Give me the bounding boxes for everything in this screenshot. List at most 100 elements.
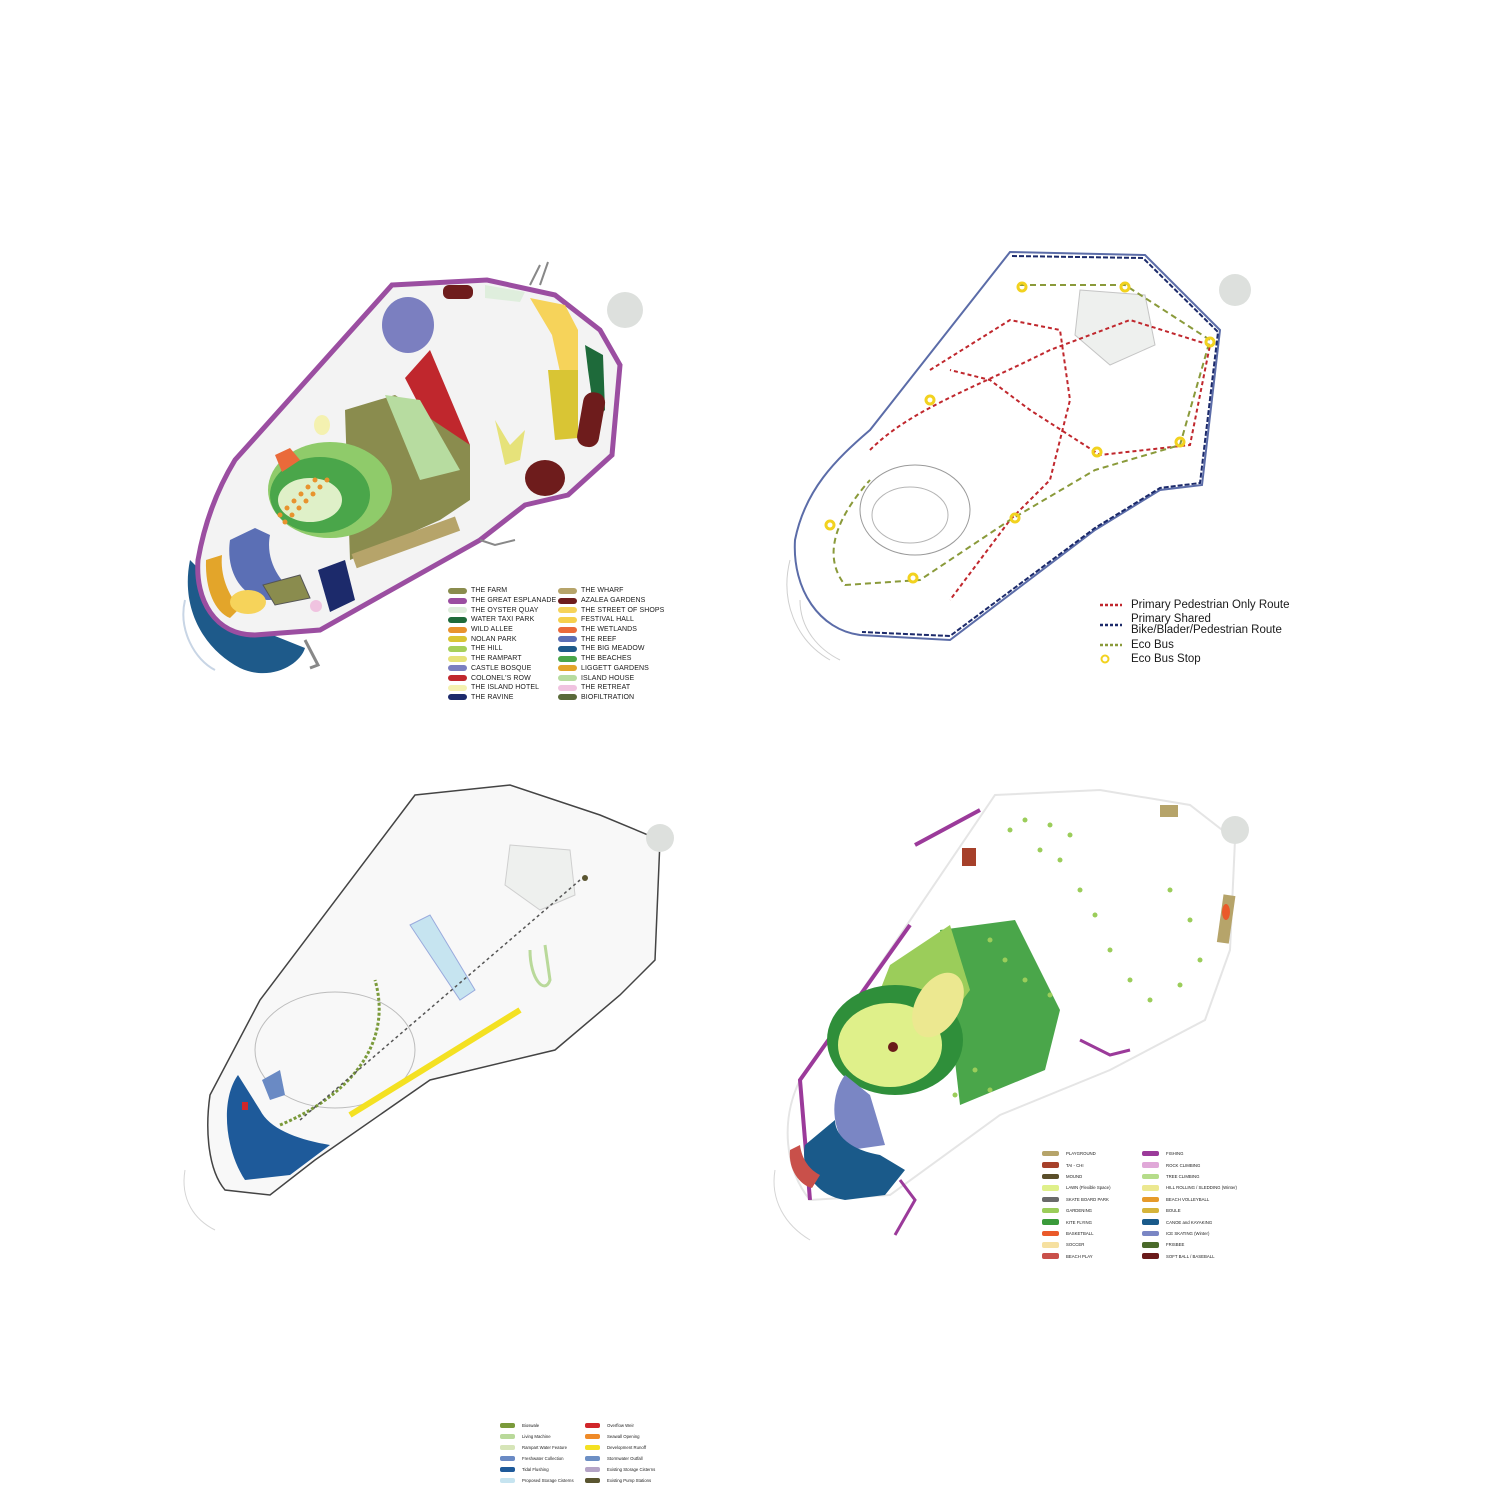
meadow-inner <box>871 486 949 544</box>
legend-swatch <box>1142 1185 1159 1191</box>
legend-label: THE WETLANDS <box>581 626 638 634</box>
legend-label: Overflow Weir <box>607 1423 634 1428</box>
legend-label: Rampart Water Feature <box>522 1445 567 1450</box>
legend-label: THE ISLAND HOTEL <box>471 684 540 692</box>
legend-label: THE HILL <box>471 645 503 653</box>
legend-label: LAWN (Flexible Space) <box>1066 1185 1111 1191</box>
legend-swatch <box>1142 1253 1159 1259</box>
legend-swatch <box>448 675 467 682</box>
circulation-map <box>786 250 1251 661</box>
legend-item: THE WHARF <box>558 586 664 596</box>
oyster-quay <box>485 285 525 302</box>
legend-item: Primary Pedestrian Only Route <box>1100 598 1290 612</box>
legend-item: PLAYGROUND <box>1042 1148 1111 1159</box>
legend-label: COLONEL'S ROW <box>471 674 531 682</box>
legend-item: THE STREET OF SHOPS <box>558 605 664 615</box>
fort <box>1074 289 1156 366</box>
legend-swatch <box>500 1445 515 1450</box>
legend-item: BEACH PLAY <box>1042 1251 1111 1262</box>
tidal-flushing <box>226 1075 330 1180</box>
legend-item: Overflow Weir <box>585 1420 655 1431</box>
legend-swatch <box>1042 1185 1059 1191</box>
legend-item: Living Machine <box>500 1431 574 1442</box>
living-machine <box>528 944 552 988</box>
legend-label: HILL ROLLING / SLEDDING (Winter) <box>1166 1185 1237 1191</box>
legend-item: THE BIG MEADOW <box>558 644 664 654</box>
hotel-grey <box>262 574 311 606</box>
liggett-gardens <box>385 395 460 480</box>
water-map <box>183 784 674 1231</box>
legend-swatch <box>1142 1173 1159 1180</box>
legend-label: CANOE and KAYAKING <box>1166 1219 1213 1225</box>
legend-swatch <box>558 684 577 691</box>
legend-item: CASTLE BOSQUE <box>448 664 556 674</box>
pier-east <box>479 539 516 547</box>
legend-label: THE RAVINE <box>471 693 514 701</box>
legend-item: GARDENING <box>1042 1205 1111 1216</box>
legend-item: FRISBEE <box>1142 1239 1237 1250</box>
legend-label: LIGGETT GARDENS <box>581 664 649 672</box>
legend-item: NOLAN PARK <box>448 634 556 644</box>
hill-rolling <box>912 972 964 1038</box>
legend-item: THE RAMPART <box>448 654 556 664</box>
legend-swatch <box>585 1478 600 1483</box>
pedestrian-route <box>869 318 1212 457</box>
legend-label: ISLAND HOUSE <box>581 674 635 682</box>
legend-item: MOUND <box>1042 1171 1111 1182</box>
legend-swatch <box>500 1456 515 1461</box>
legend-item: Tidal Flushing <box>500 1464 574 1475</box>
legend-swatch <box>1142 1162 1159 1168</box>
legend-label: BOULE <box>1166 1208 1181 1214</box>
legend-swatch <box>1042 1207 1059 1214</box>
legend-swatch <box>448 665 467 672</box>
fishing-pier <box>893 1038 1131 1236</box>
legend-swatch <box>448 626 467 633</box>
legend-label: GARDENING <box>1066 1208 1093 1214</box>
street-of-shops <box>530 298 578 372</box>
legend-item: Eco Bus <box>1100 638 1290 652</box>
legend-item: WATER TAXI PARK <box>448 615 556 625</box>
softball <box>888 1042 898 1052</box>
development-runoff <box>348 1007 522 1118</box>
island-house <box>310 600 322 612</box>
legend-label: THE OYSTER QUAY <box>471 606 539 614</box>
legend-item: ISLAND HOUSE <box>558 673 664 683</box>
pier-north <box>529 261 549 286</box>
legend-label: THE STREET OF SHOPS <box>581 606 665 614</box>
bioswale <box>279 979 381 1127</box>
legend-label: BASKETBALL <box>1066 1230 1094 1236</box>
legend-label: Stormwater Outfall <box>607 1456 643 1461</box>
legend-label: NOLAN PARK <box>471 635 517 643</box>
legend-label: TAI - CHI <box>1066 1162 1084 1168</box>
legend-item: Seawall Opening <box>585 1431 655 1442</box>
meadow-outline <box>859 464 971 556</box>
program-map <box>773 788 1249 1241</box>
legend-label: THE BIG MEADOW <box>581 645 645 653</box>
shoreline-hatch <box>183 1169 216 1231</box>
legend-swatch <box>1042 1150 1059 1157</box>
overflow-weir <box>242 1102 248 1110</box>
legend-label: Development Runoff <box>607 1445 647 1450</box>
shoreline-hatch <box>773 1169 811 1241</box>
legend-swatch <box>558 655 577 662</box>
legend-label: Proposed Storage Cisterns <box>522 1478 574 1483</box>
legend-item: Bioswale <box>500 1420 574 1431</box>
program-legend-left: PLAYGROUND TAI - CHI MOUND LAWN (Flexible S… <box>1042 1148 1111 1262</box>
legend-swatch <box>558 626 577 633</box>
legend-swatch <box>558 665 577 672</box>
pump-station <box>582 875 588 881</box>
legend-item: HILL ROLLING / SLEDDING (Winter) <box>1142 1182 1237 1193</box>
legend-item: ICE SKATING (Winter) <box>1142 1228 1237 1239</box>
legend-item: THE WETLANDS <box>558 625 664 635</box>
legend-swatch <box>1142 1219 1159 1225</box>
shoreline-hatch <box>786 559 841 661</box>
canoe-kayaking <box>804 1120 905 1200</box>
legend-item: BIOFILTRATION <box>558 693 664 703</box>
fort-circle <box>1221 816 1249 844</box>
tree-climbing <box>952 817 1203 1098</box>
legend-label: THE RETREAT <box>581 684 631 692</box>
legend-swatch <box>558 645 577 652</box>
